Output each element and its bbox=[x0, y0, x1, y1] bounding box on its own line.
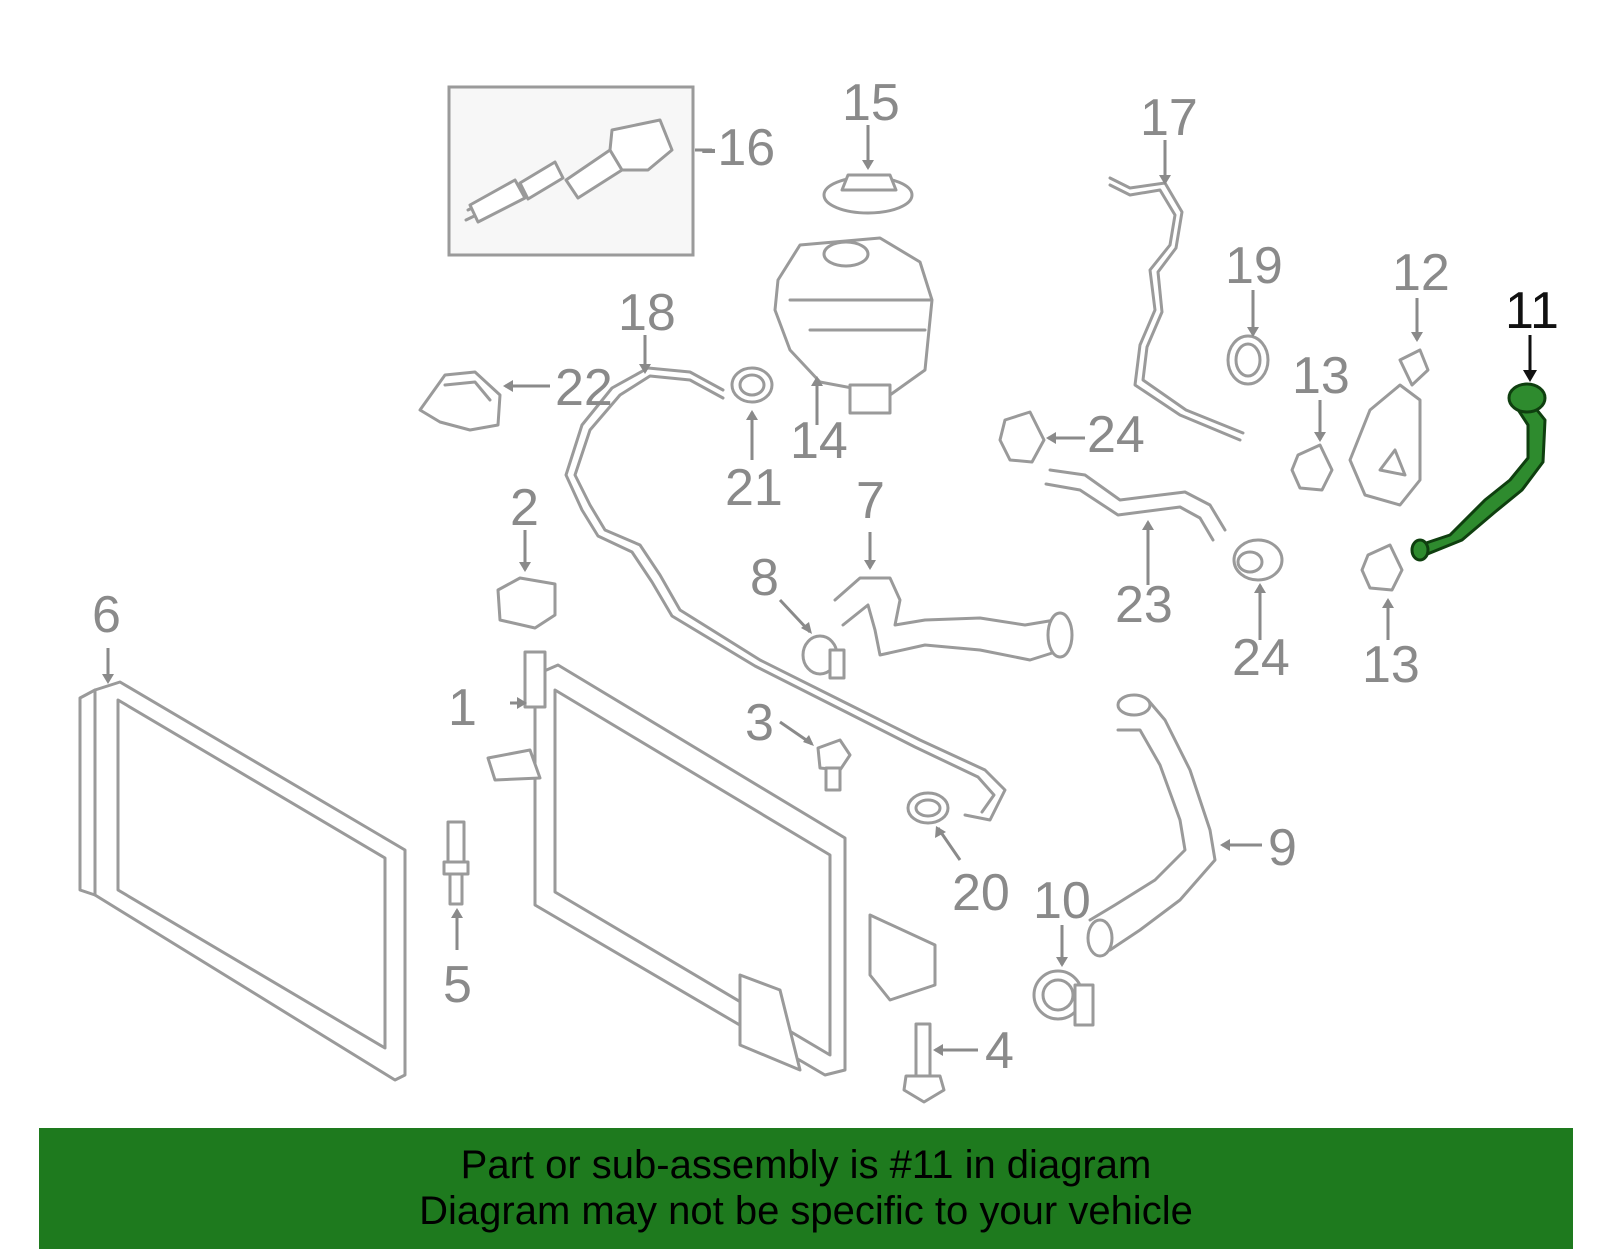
part-23-hose bbox=[1044, 468, 1227, 585]
part-info-banner: Part or sub-assembly is #11 in diagram D… bbox=[39, 1128, 1573, 1249]
callout-15: 15 bbox=[842, 74, 900, 132]
part-24-cap-upper bbox=[998, 410, 1085, 464]
part-24-thermostat-lower bbox=[1232, 538, 1284, 640]
callout-14: 14 bbox=[790, 412, 848, 470]
part-5-stud bbox=[442, 820, 470, 950]
part-8-clamp bbox=[778, 598, 846, 680]
callout-2: 2 bbox=[510, 479, 539, 537]
callout-12: 12 bbox=[1392, 244, 1450, 302]
callout-13-lower: 13 bbox=[1362, 636, 1420, 694]
callout-24-lower: 24 bbox=[1232, 629, 1290, 687]
part-1-radiator bbox=[486, 650, 937, 1077]
callout-1: 1 bbox=[448, 679, 477, 737]
part-2-block bbox=[496, 530, 557, 630]
part-16-inset bbox=[447, 85, 712, 257]
callout-8: 8 bbox=[750, 549, 779, 607]
callout-labels: 1 2 3 4 5 6 7 8 9 10 11 12 13 13 14 15 -… bbox=[92, 74, 1559, 1080]
part-19-clamp bbox=[1226, 290, 1270, 386]
callout-13-upper: 13 bbox=[1292, 347, 1350, 405]
callout-19: 19 bbox=[1225, 237, 1283, 295]
part-15-cap bbox=[822, 125, 914, 215]
callout-7: 7 bbox=[856, 472, 885, 530]
callout-22: 22 bbox=[555, 359, 613, 417]
part-3-bolt bbox=[779, 720, 852, 792]
part-18-hose bbox=[564, 335, 1007, 822]
part-20-clamp bbox=[906, 791, 962, 861]
banner-line-2: Diagram may not be specific to your vehi… bbox=[419, 1189, 1193, 1233]
part-7-hose bbox=[833, 532, 1074, 662]
part-22-bracket bbox=[418, 370, 550, 432]
part-13-cap-lower bbox=[1360, 543, 1404, 640]
callout-4: 4 bbox=[985, 1022, 1014, 1080]
part-12-outlet bbox=[1348, 298, 1430, 507]
callout-9: 9 bbox=[1268, 819, 1297, 877]
callout-17: 17 bbox=[1140, 89, 1198, 147]
callout-10: 10 bbox=[1033, 872, 1091, 930]
banner-line-1: Part or sub-assembly is #11 in diagram bbox=[460, 1143, 1152, 1187]
part-11-hose-highlighted bbox=[1410, 335, 1547, 562]
part-13-cap-upper bbox=[1290, 400, 1334, 492]
part-17-pipe bbox=[1108, 140, 1245, 442]
callout-6: 6 bbox=[92, 586, 121, 644]
part-10-clamp bbox=[1032, 925, 1095, 1027]
callout-23: 23 bbox=[1115, 576, 1173, 634]
callout-21: 21 bbox=[725, 459, 783, 517]
part-6-condenser bbox=[78, 648, 407, 1082]
callout-16: -16 bbox=[700, 119, 775, 177]
callout-18: 18 bbox=[618, 284, 676, 342]
part-21-clamp bbox=[730, 366, 774, 460]
callout-20: 20 bbox=[952, 864, 1010, 922]
callout-11: 11 bbox=[1505, 282, 1559, 340]
callout-5: 5 bbox=[443, 956, 472, 1014]
part-14-expansion-tank bbox=[773, 236, 934, 425]
callout-24-upper: 24 bbox=[1087, 406, 1145, 464]
part-9-hose bbox=[1086, 693, 1262, 958]
callout-3: 3 bbox=[745, 694, 774, 752]
part-4-bolt bbox=[902, 1022, 978, 1104]
